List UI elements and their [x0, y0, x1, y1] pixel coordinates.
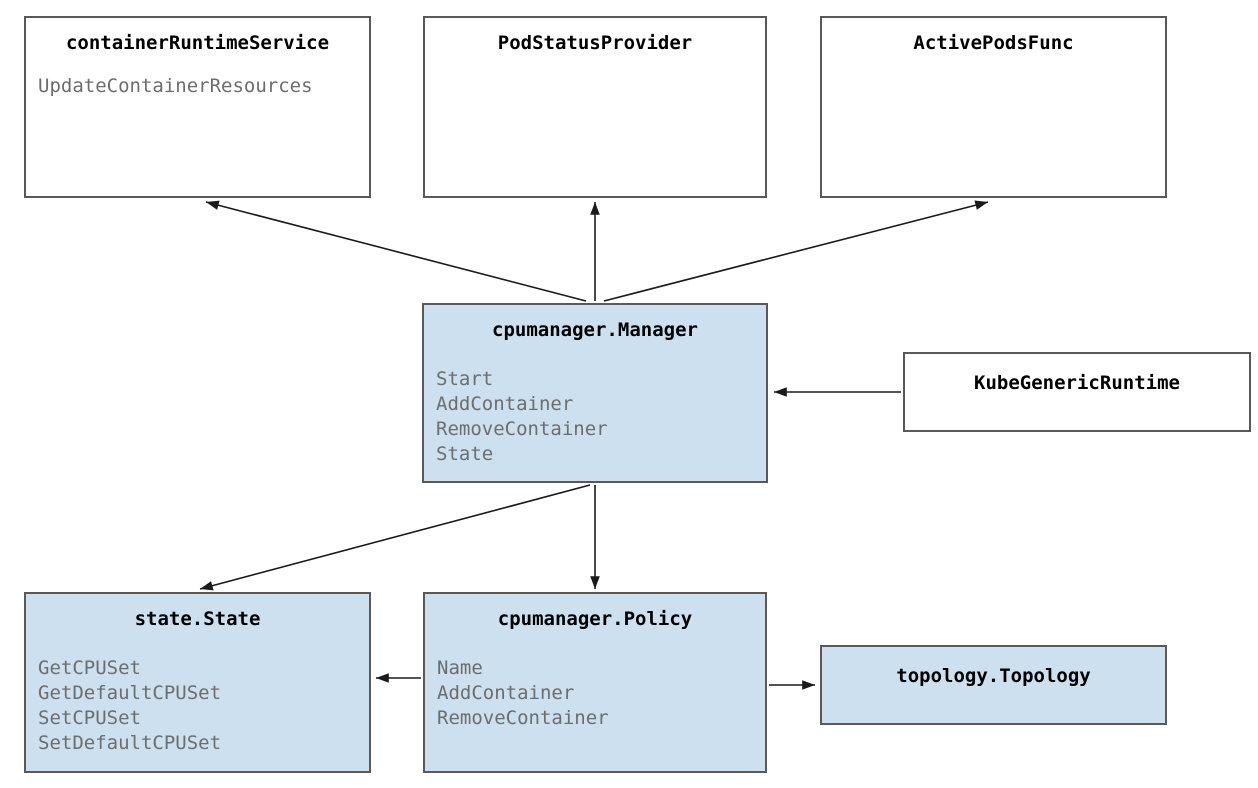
node-members: UpdateContainerResources	[38, 74, 369, 99]
member-item[interactable]: Name	[437, 657, 483, 679]
member-item[interactable]: UpdateContainerResources	[38, 75, 313, 97]
node-title: containerRuntimeService	[65, 32, 330, 54]
node-containerruntimeservice[interactable]: containerRuntimeService UpdateContainerR…	[24, 16, 371, 198]
member-item[interactable]: GetDefaultCPUSet	[38, 682, 222, 704]
member-item[interactable]: SetDefaultCPUSet	[38, 732, 222, 754]
edge-manager-to-activepodsfunc	[603, 200, 989, 302]
node-state-state[interactable]: state.State GetCPUSet GetDefaultCPUSet S…	[24, 592, 371, 773]
member-item[interactable]: RemoveContainer	[436, 418, 608, 440]
node-title: topology.Topology	[896, 665, 1091, 687]
node-members: Start AddContainer RemoveContainer State	[436, 367, 766, 467]
node-members: GetCPUSet GetDefaultCPUSet SetCPUSet Set…	[38, 656, 369, 756]
node-podstatusprovider[interactable]: PodStatusProvider	[423, 16, 767, 198]
node-title: cpumanager.Policy	[497, 608, 693, 630]
member-item[interactable]: SetCPUSet	[38, 707, 141, 729]
member-item[interactable]: Start	[436, 368, 494, 390]
node-title: cpumanager.Manager	[492, 319, 698, 341]
node-cpumanager-policy[interactable]: cpumanager.Policy Name AddContainer Remo…	[423, 592, 767, 773]
node-title: state.State	[134, 608, 261, 630]
node-topology-topology[interactable]: topology.Topology	[820, 645, 1167, 725]
node-title: KubeGenericRuntime	[974, 372, 1180, 394]
edge-manager-to-statestate	[199, 484, 591, 591]
member-item[interactable]: State	[436, 443, 494, 465]
member-item[interactable]: AddContainer	[437, 682, 575, 704]
member-item[interactable]: GetCPUSet	[38, 657, 141, 679]
node-members: Name AddContainer RemoveContainer	[437, 656, 765, 731]
node-cpumanager-manager[interactable]: cpumanager.Manager Start AddContainer Re…	[422, 303, 768, 483]
node-activepodsfunc[interactable]: ActivePodsFunc	[820, 16, 1167, 198]
member-item[interactable]: RemoveContainer	[437, 707, 609, 729]
edge-manager-to-containerruntimeservice	[205, 200, 587, 302]
node-title: PodStatusProvider	[497, 32, 693, 54]
member-item[interactable]: AddContainer	[436, 393, 574, 415]
node-kubegenericruntime[interactable]: KubeGenericRuntime	[903, 352, 1251, 432]
node-title: ActivePodsFunc	[913, 32, 1074, 54]
